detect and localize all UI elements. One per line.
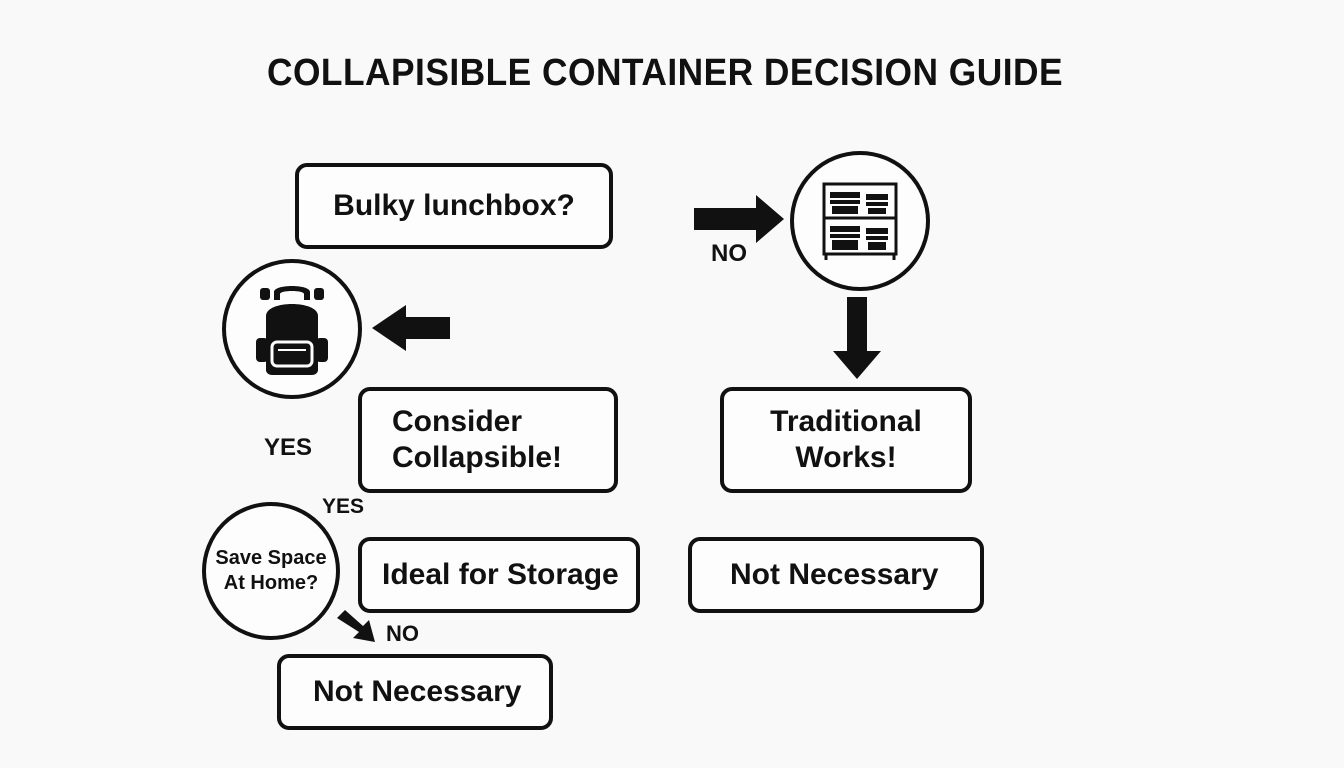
node-not-necessary-right: Not Necessary — [688, 537, 984, 613]
node-consider-collapsible-line2: Collapsible! — [392, 441, 563, 474]
arrow-down — [833, 297, 881, 379]
label-yes-small: YES — [322, 495, 365, 518]
node-save-space-line1: Save Space — [215, 547, 327, 569]
node-consider-collapsible-line1: Consider — [392, 405, 523, 438]
node-not-necessary-bottom: Not Necessary — [277, 654, 553, 730]
node-save-space: Save Space At Home? — [202, 502, 340, 640]
label-yes-left: YES — [264, 434, 313, 461]
backpack-circle — [222, 259, 362, 399]
node-not-necessary-right-label: Not Necessary — [730, 558, 939, 591]
label-no-top: NO — [711, 240, 747, 267]
node-traditional-works: Traditional Works! — [720, 387, 972, 493]
backpack-icon — [256, 286, 328, 375]
arrow-left — [372, 305, 450, 351]
node-bulky-lunchbox: Bulky lunchbox? — [295, 163, 613, 249]
arrow-right-no — [694, 195, 784, 243]
node-ideal-for-storage: Ideal for Storage — [358, 537, 640, 613]
shelf-circle — [790, 151, 930, 291]
node-bulky-lunchbox-label: Bulky lunchbox? — [333, 189, 575, 222]
node-save-space-line2: At Home? — [223, 572, 319, 594]
arrow-diagonal-no — [337, 610, 375, 642]
storage-shelf-icon — [822, 182, 898, 260]
node-traditional-works-line2: Works! — [795, 441, 897, 474]
node-ideal-for-storage-label: Ideal for Storage — [382, 558, 619, 591]
page-title: COLLAPISIBLE CONTAINER DECISION GUIDE — [266, 52, 1064, 94]
node-consider-collapsible: Consider Collapsible! — [358, 387, 618, 493]
label-no-bottom: NO — [386, 621, 419, 646]
node-not-necessary-bottom-label: Not Necessary — [313, 675, 522, 708]
node-traditional-works-line1: Traditional — [770, 405, 922, 438]
